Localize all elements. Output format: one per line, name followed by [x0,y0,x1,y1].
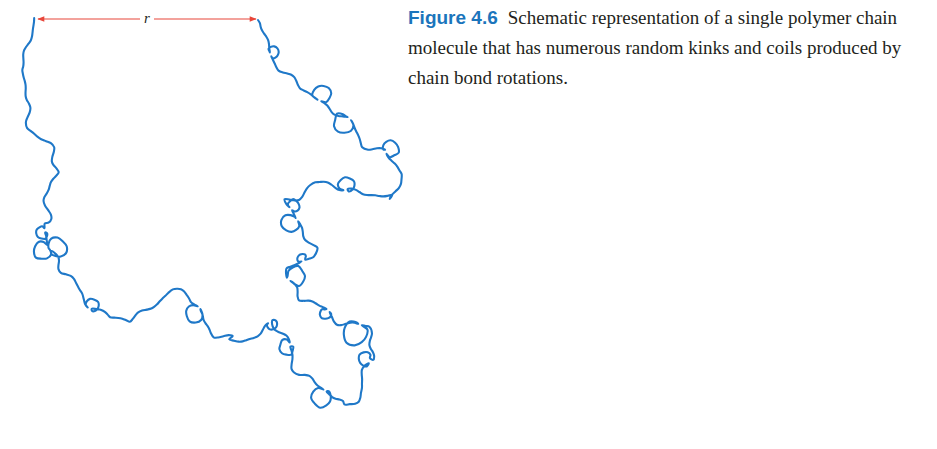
distance-label: r [140,10,154,26]
figure-number: Figure 4.6 [408,7,498,28]
polymer-chain [22,18,401,408]
figure-caption-block: Figure 4.6Schematic representation of a … [408,3,923,93]
polymer-chain-path [22,18,401,408]
